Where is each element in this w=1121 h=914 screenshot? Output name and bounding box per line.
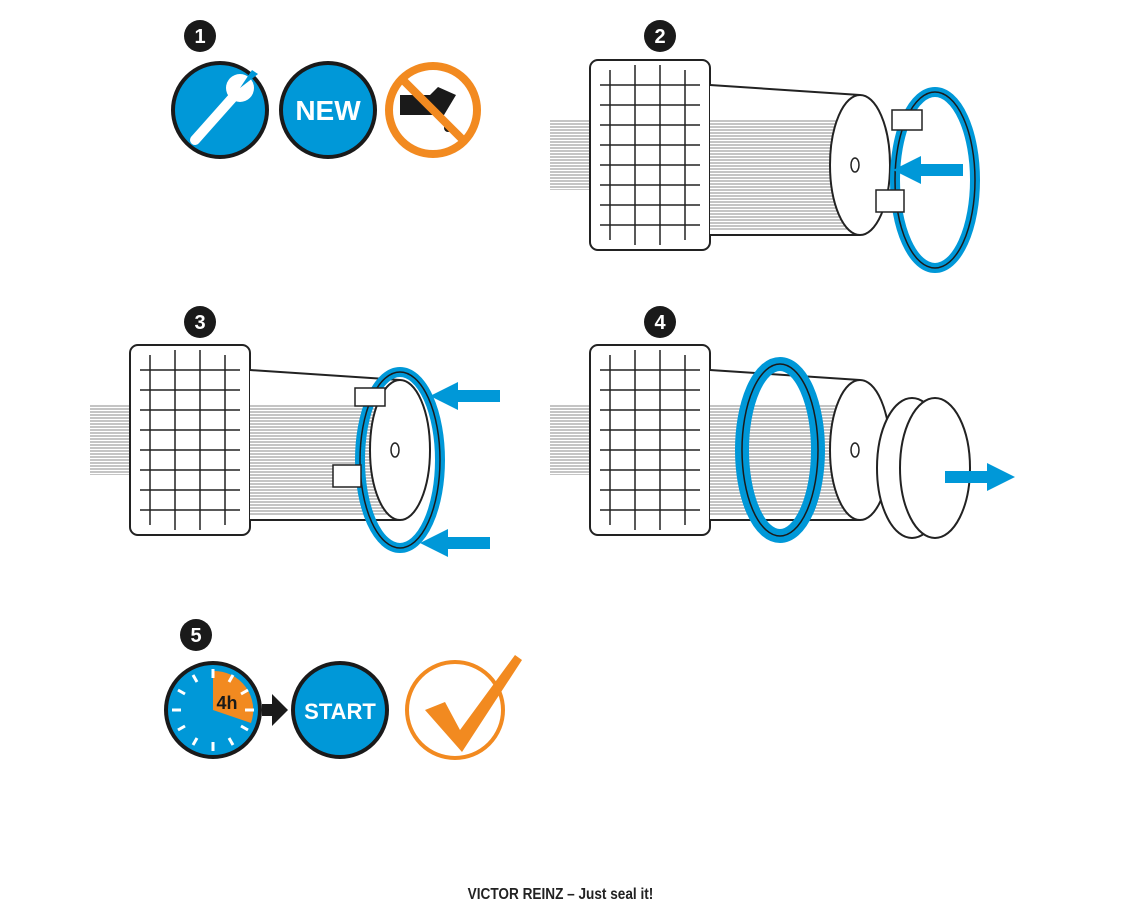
start-icon: START — [291, 661, 389, 759]
new-part-icon: NEW — [279, 61, 377, 159]
step-2-badge: 2 — [644, 20, 676, 52]
step-4-illustration — [550, 345, 1015, 543]
step-3-badge: 3 — [184, 306, 216, 338]
svg-text:1: 1 — [194, 26, 205, 48]
wrench-icon — [171, 61, 269, 159]
svg-text:2: 2 — [654, 26, 665, 48]
clock-icon: 4h — [164, 661, 262, 759]
svg-text:NEW: NEW — [295, 95, 361, 126]
footer-slogan: VICTOR REINZ – Just seal it! — [467, 886, 654, 903]
svg-text:4: 4 — [654, 312, 666, 334]
arrow-right-icon — [262, 694, 288, 726]
svg-text:3: 3 — [194, 312, 205, 334]
svg-text:START: START — [304, 699, 376, 724]
step-2-illustration — [550, 60, 980, 273]
svg-text:5: 5 — [190, 625, 201, 647]
step-1-badge: 1 — [184, 20, 216, 52]
step-5-badge: 5 — [180, 619, 212, 651]
svg-text:4h: 4h — [216, 693, 237, 713]
step-3-illustration — [90, 345, 500, 557]
step-4-badge: 4 — [644, 306, 676, 338]
no-oil-icon — [385, 62, 481, 158]
check-icon — [405, 655, 522, 760]
